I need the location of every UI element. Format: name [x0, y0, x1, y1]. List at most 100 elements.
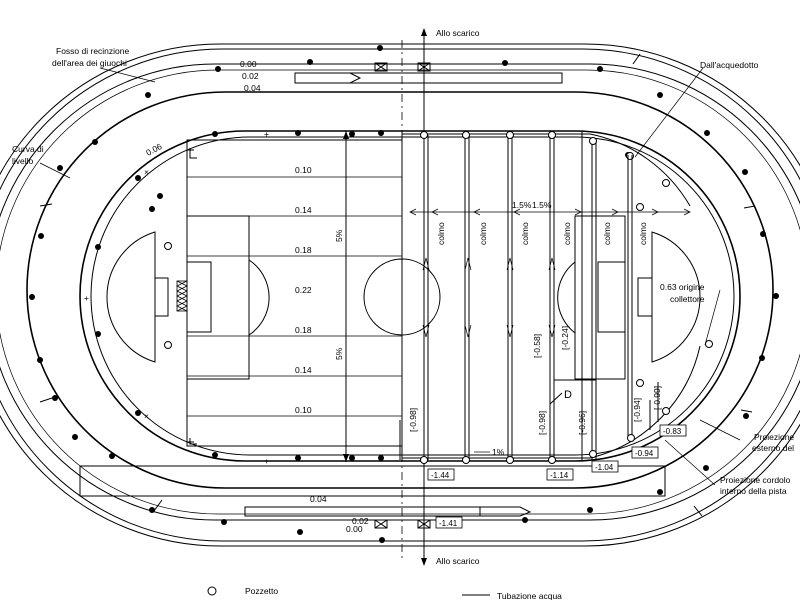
field-level-label: 0.10: [295, 165, 312, 175]
cross-slope-a: 1.5%: [512, 200, 532, 210]
elevation-top: 0.00: [240, 59, 257, 69]
inspection-boxes: [374, 62, 431, 529]
vertical-value: [-0.94]: [632, 398, 642, 422]
slope-label-lower: 5%: [334, 347, 344, 360]
contour-line: [0, 63, 800, 521]
goal-area-left: [186, 261, 212, 333]
field-level-label: 0.18: [295, 245, 312, 255]
legend-tubazione: Tubazione acqua: [497, 591, 562, 600]
goal-area-right: [597, 261, 626, 333]
penalty-area-left: [186, 215, 250, 380]
proiezione-esterno-label: Proiezione: [754, 432, 794, 442]
corner-markers: [187, 148, 197, 445]
left-d-zone: [106, 231, 156, 363]
vertical-value: [-0.24]: [560, 326, 570, 350]
track-perimeter-dots: [29, 45, 779, 543]
field-level-label: 0.14: [295, 365, 312, 375]
colmo-label: colmo: [602, 222, 612, 245]
right-d-zone: [651, 231, 701, 363]
section-mark: D: [564, 389, 572, 401]
bottom-pipe: [244, 506, 481, 517]
vertical-value: [-0.99]: [652, 386, 662, 410]
field-level-label: 0.10: [295, 405, 312, 415]
arrow-down: [421, 558, 427, 566]
boxed-value: -0.94: [635, 449, 654, 458]
track-outer-edge: [26, 91, 774, 489]
svg-text:+: +: [84, 293, 89, 303]
boxed-value-frames: [427, 424, 687, 529]
allo-scarico-top: Allo scarico: [436, 28, 480, 38]
colmo-label: colmo: [478, 222, 488, 245]
flow-arrows: [422, 257, 556, 338]
svg-text:+: +: [264, 456, 269, 466]
arrow-up: [421, 28, 427, 36]
manhole-circles: [164, 152, 713, 387]
colmo-label: colmo: [562, 222, 572, 245]
penalty-arc-right: [557, 261, 576, 334]
legend-manhole-icon: [207, 586, 217, 596]
drain-pipes: [423, 135, 633, 460]
vertical-value: [-0.98]: [408, 408, 418, 432]
boxed-value: -0.83: [663, 427, 682, 436]
field-level-label: 0.18: [295, 325, 312, 335]
elevation-bottom: 0.00: [346, 524, 363, 534]
colmo-label: colmo: [520, 222, 530, 245]
vertical-value: [-0.96]: [577, 411, 587, 435]
right-inner-box: [597, 261, 626, 333]
collector-curve-top: [402, 133, 691, 207]
leader-lines: [39, 67, 741, 486]
vertical-value: [-0.58]: [532, 334, 542, 358]
svg-text:×: ×: [144, 167, 149, 177]
colmo-label: colmo: [638, 222, 648, 245]
cross-slope-b: 1.5%: [532, 200, 552, 210]
cross-slope-arrows: [409, 208, 691, 216]
field-level-label: 0.14: [295, 205, 312, 215]
outer-ditch-line: [0, 43, 800, 547]
boxed-value: -1.44: [431, 471, 450, 480]
outer-tick-marks: [39, 53, 756, 517]
right-penalty-small: [637, 277, 652, 317]
origine-label: collettore: [670, 294, 705, 304]
proiezione-cordolo-label: interno della pista: [720, 486, 787, 496]
track-inner-curb-2: [90, 136, 735, 456]
slope-label: 5%: [334, 229, 344, 242]
curva-label: Curva di: [12, 144, 44, 154]
right-bracket-lines: [399, 382, 659, 460]
svg-text:×: ×: [144, 411, 149, 421]
legend-pozzetto: Pozzetto: [245, 586, 278, 596]
field-right-half: [401, 130, 583, 462]
boxed-value: -1.14: [550, 471, 569, 480]
contour-line-inner: [0, 69, 800, 515]
outer-ditch-inner-line: [0, 48, 800, 542]
bottom-wall: [79, 465, 666, 497]
svg-text:+: +: [264, 129, 269, 139]
plus-marks: + + × × +: [84, 129, 269, 466]
drain-slope: 1%: [492, 447, 505, 457]
elevation-bottom: 0.02: [352, 516, 369, 526]
fosso-label: dell'area dei giuochi: [52, 58, 127, 68]
origine-label: 0.63 origine: [660, 282, 705, 292]
elevation-top: 0.02: [242, 71, 259, 81]
allo-scarico-bottom: Allo scarico: [436, 556, 480, 566]
left-penalty-small: [155, 277, 169, 317]
boxed-value: -1.04: [595, 463, 614, 472]
boxed-value: -1.41: [439, 519, 458, 528]
acquedotto-label: Dall'acquedotto: [700, 60, 759, 70]
goal-net-hatch: [176, 280, 188, 312]
vertical-value: [-0.98]: [537, 411, 547, 435]
bottom-pipe-cap: [479, 506, 532, 517]
pipe-manholes: [420, 131, 670, 464]
colmo-label: colmo: [436, 222, 446, 245]
curva-label: livello: [12, 156, 34, 166]
field-level-label: 0.22: [295, 285, 312, 295]
field-horizontal-lines: [187, 176, 402, 417]
top-pipe-cap: [294, 72, 362, 84]
proiezione-esterno-label: esterno del: [752, 443, 794, 453]
proiezione-cordolo-label: Proiezione cordolo: [720, 475, 791, 485]
top-pipe: [294, 72, 563, 84]
fosso-label: Fosso di recinzione: [56, 46, 130, 56]
curve-value-label: 0.06: [144, 141, 164, 158]
elevation-bottom: 0.04: [310, 494, 327, 504]
elevation-top: 0.04: [244, 83, 261, 93]
